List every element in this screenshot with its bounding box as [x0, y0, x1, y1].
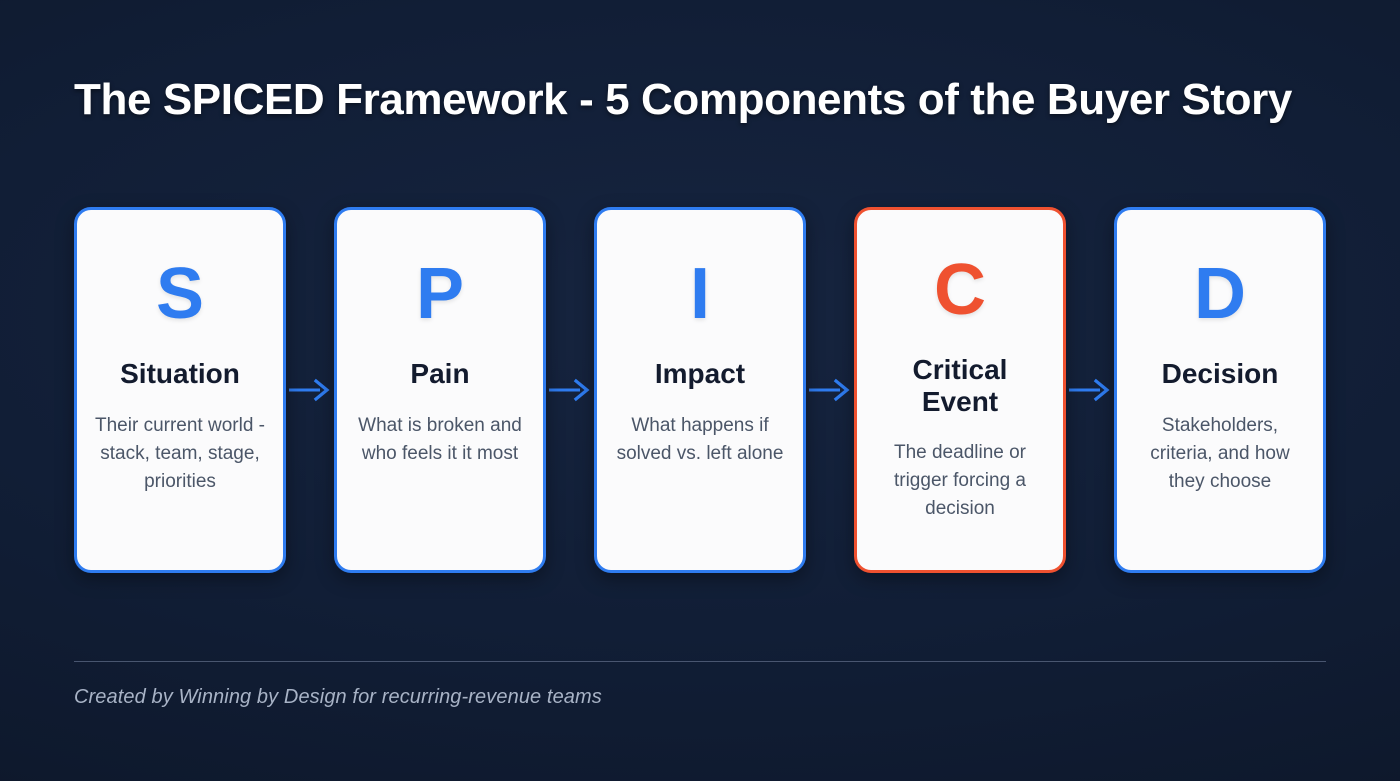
- footer-attribution: Created by Winning by Design for recurri…: [74, 686, 602, 708]
- card-letter-s: S: [155, 254, 205, 334]
- arrow-right-icon: [549, 377, 591, 403]
- card-title-pain: Pain: [410, 358, 470, 389]
- card-letter-c: C: [934, 250, 986, 330]
- card-description-situation: Their current world - stack, team, stage…: [95, 414, 265, 492]
- page-title: The SPICED Framework - 5 Components of t…: [74, 75, 1292, 124]
- card-description-critical-event: The deadline or trigger forcing a decisi…: [893, 442, 1027, 520]
- card-letter-d: D: [1194, 254, 1246, 334]
- footer-divider: [74, 661, 1326, 662]
- card-title-impact: Impact: [654, 358, 746, 389]
- card-description-decision: Stakeholders, criteria, and how they cho…: [1150, 414, 1290, 492]
- card-title-critical-event: Critical Event: [912, 354, 1008, 417]
- arrow-right-icon: [1069, 377, 1111, 403]
- card-title-decision: Decision: [1161, 358, 1279, 389]
- card-letter-p: P: [415, 254, 465, 334]
- card-description-impact: What happens if solved vs. left alone: [616, 414, 784, 464]
- card-title-situation: Situation: [120, 358, 240, 389]
- arrow-right-icon: [289, 377, 331, 403]
- card-letter-i: I: [689, 254, 710, 334]
- arrow-right-icon: [809, 377, 851, 403]
- spiced-card-row: S Situation Their current world - stack,…: [74, 204, 1326, 576]
- card-description-pain: What is broken and who feels it it most: [358, 414, 522, 464]
- spiced-card-impact[interactable]: I Impact What happens if solved vs. left…: [594, 207, 806, 573]
- spiced-card-situation[interactable]: S Situation Their current world - stack,…: [74, 207, 286, 573]
- spiced-card-critical-event[interactable]: C Critical Event The deadline or trigger…: [854, 207, 1066, 573]
- spiced-card-decision[interactable]: D Decision Stakeholders, criteria, and h…: [1114, 207, 1326, 573]
- spiced-card-pain[interactable]: P Pain What is broken and who feels it i…: [334, 207, 546, 573]
